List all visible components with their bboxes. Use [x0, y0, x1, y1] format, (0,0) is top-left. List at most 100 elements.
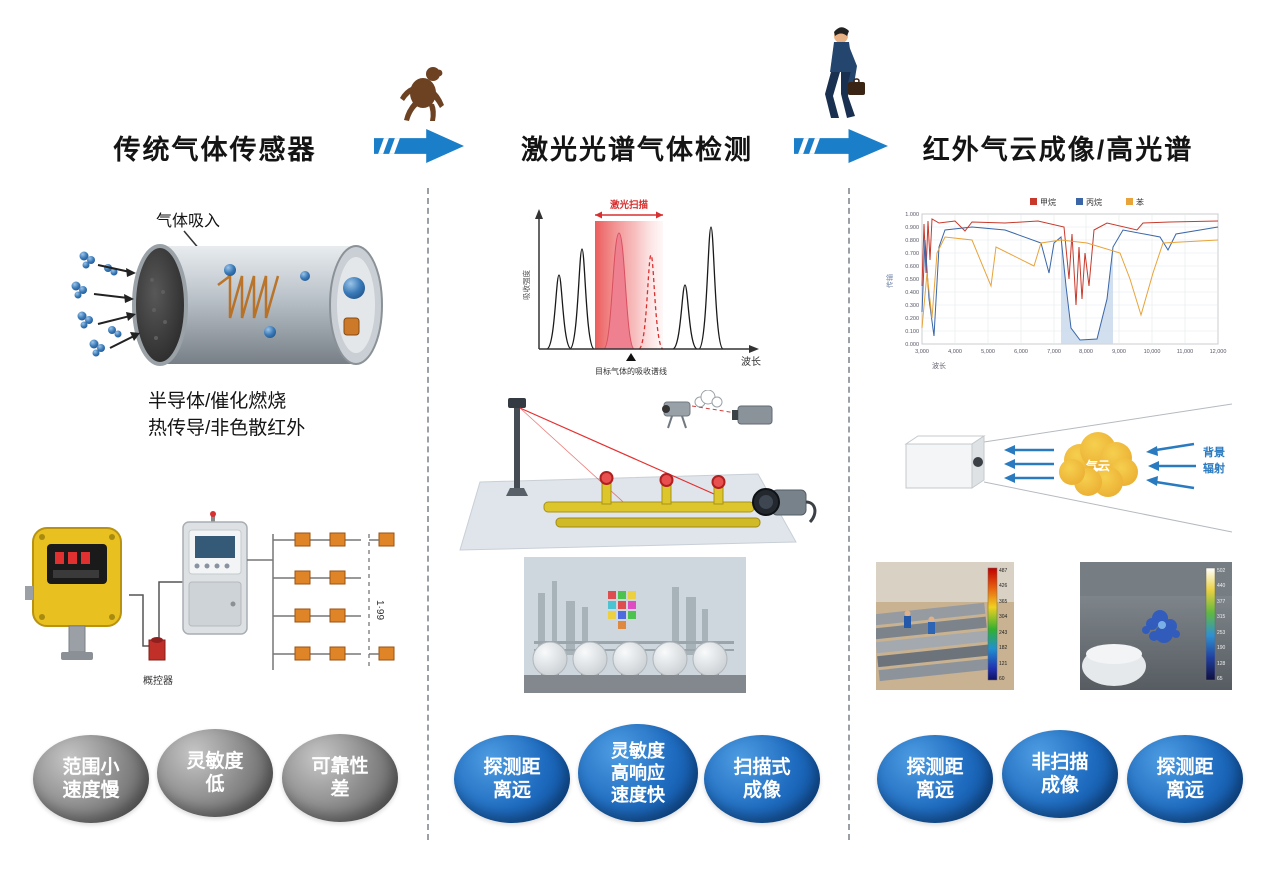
alarm-device: [148, 637, 166, 661]
transmission-spectra-chart: 甲烷 丙烷 苯 1.000 0.900 0.800 0.700 0.600 0.…: [885, 197, 1226, 370]
drawback-badge-sensitivity: 灵敏度 低: [157, 729, 273, 817]
gas-alarm-equipment-illustration: 概控器: [25, 511, 395, 687]
laser-absorption-spectrum-chart: 激光扫描 吸收强度 波长 目标气体的吸收谱线: [521, 199, 761, 376]
radiation-arrows-right: [1146, 442, 1196, 490]
sensor-description: 半导体/催化燃烧 热传导/非色散红外: [148, 388, 305, 442]
gas-pipes: [543, 471, 761, 528]
svg-text:377: 377: [1217, 599, 1226, 605]
badge-line: 探测距: [1156, 757, 1214, 778]
x-axis-label: 波长: [932, 361, 946, 370]
series-propane: [921, 226, 1219, 341]
svg-text:5,000: 5,000: [981, 349, 995, 355]
column-divider-1: [427, 188, 429, 840]
svg-text:128: 128: [1217, 661, 1226, 667]
radiation-arrows-left: [1004, 445, 1054, 483]
legend-swatch: [1126, 198, 1133, 205]
badge-line: 可靠性: [311, 756, 369, 777]
background-radiation-label-line2: 辐射: [1203, 461, 1225, 475]
benefit-badge-distance-ir: 探测距 离远: [877, 735, 993, 823]
evolution-arrow-1-icon: [374, 129, 464, 163]
svg-text:65: 65: [1217, 676, 1223, 682]
svg-text:0.000: 0.000: [905, 342, 919, 348]
legend-label: 甲烷: [1040, 197, 1056, 207]
svg-text:502: 502: [1217, 568, 1226, 574]
workers: [904, 610, 935, 634]
network-detectors: [294, 532, 395, 661]
scanned-peak-dashed: [638, 254, 664, 350]
legend-label: 丙烷: [1086, 197, 1102, 207]
svg-text:182: 182: [999, 645, 1008, 651]
sensor-cylinder: [132, 244, 383, 366]
spherical-tanks: [532, 641, 728, 683]
x-axis-label: 波长: [741, 355, 761, 368]
monkey-icon: [400, 67, 444, 121]
svg-text:9,000: 9,000: [1112, 349, 1126, 355]
svg-text:8,000: 8,000: [1079, 349, 1093, 355]
svg-text:253: 253: [1217, 630, 1226, 636]
colorbar: [987, 567, 998, 681]
series-benzene: [921, 236, 1219, 329]
absorption-fill-region: [1061, 237, 1113, 344]
svg-text:60: 60: [999, 676, 1005, 682]
svg-text:4,000: 4,000: [948, 349, 962, 355]
svg-text:0.500: 0.500: [905, 277, 919, 283]
gas-cloud-imaging-diagram: 气云 背景 辐射: [904, 403, 1233, 533]
absorption-peaks: [546, 226, 724, 350]
fov-line: [983, 403, 1233, 443]
svg-text:426: 426: [999, 583, 1008, 589]
detector-network: [247, 534, 361, 670]
target-gas-line-label: 目标气体的吸收谱线: [595, 366, 667, 376]
laser-detection-scene: [459, 390, 817, 551]
svg-text:121: 121: [999, 661, 1008, 667]
svg-text:243: 243: [999, 630, 1008, 636]
gas-imaging-overlay: [608, 591, 636, 629]
drawback-badge-range: 范围小 速度慢: [33, 735, 149, 823]
svg-text:0.900: 0.900: [905, 225, 919, 231]
refinery-photo: [524, 557, 746, 693]
svg-text:3,000: 3,000: [915, 349, 929, 355]
svg-text:7,000: 7,000: [1047, 349, 1061, 355]
badge-line: 范围小: [62, 757, 120, 778]
legend-swatch: [1030, 198, 1037, 205]
svg-text:365: 365: [999, 599, 1008, 605]
colorbar-scale: 487 426 365 304 243 182 121 60: [999, 568, 1008, 682]
badge-line: 非扫描: [1031, 752, 1089, 773]
svg-text:0.200: 0.200: [905, 316, 919, 322]
arrow-stripe: [374, 129, 394, 163]
gas-detector-device: [25, 527, 122, 660]
laser-scan-label: 激光扫描: [610, 199, 649, 211]
y-axis-label: 吸收强度: [521, 270, 531, 300]
gas-intake-label: 气体吸入: [156, 212, 220, 230]
badge-line: 探测距: [906, 757, 964, 778]
laser-beam: [519, 407, 633, 511]
svg-text:0.800: 0.800: [905, 238, 919, 244]
badge-line: 低: [205, 774, 225, 795]
detector-range-label: 1·99: [374, 600, 385, 620]
badge-line: 离远: [1165, 780, 1204, 801]
column1-title: 传统气体传感器: [113, 135, 317, 165]
svg-text:0.600: 0.600: [905, 264, 919, 270]
y-axis-label: 传输: [885, 274, 894, 288]
laser-beam: [519, 407, 715, 495]
svg-text:11,000: 11,000: [1177, 349, 1193, 355]
intake-arrows: [93, 264, 140, 349]
colorbar-scale: 502 440 377 315 253 190 128 65: [1217, 568, 1226, 682]
badge-line: 扫描式: [733, 757, 791, 778]
svg-text:6,000: 6,000: [1014, 349, 1028, 355]
x-tick-labels: 3,000 4,000 5,000 6,000 7,000 8,000 9,00…: [915, 349, 1226, 355]
legend-label: 苯: [1136, 197, 1144, 207]
column2-title: 激光光谱气体检测: [521, 135, 753, 165]
svg-text:10,000: 10,000: [1144, 349, 1161, 355]
svg-text:190: 190: [1217, 645, 1226, 651]
svg-text:12,000: 12,000: [1210, 349, 1227, 355]
arrow-stripe: [804, 129, 825, 163]
svg-text:1.000: 1.000: [905, 212, 919, 218]
mesh-face: [132, 244, 188, 366]
svg-text:304: 304: [999, 614, 1008, 620]
sensor-description-line2: 热传导/非色散红外: [148, 418, 306, 439]
benefit-badge-distance-ir-2: 探测距 离远: [1127, 735, 1243, 823]
chart-legend: 甲烷 丙烷 苯: [1030, 197, 1144, 207]
badge-line: 成像: [1040, 775, 1079, 796]
benefit-badge-nonscan-imaging: 非扫描 成像: [1002, 730, 1118, 818]
